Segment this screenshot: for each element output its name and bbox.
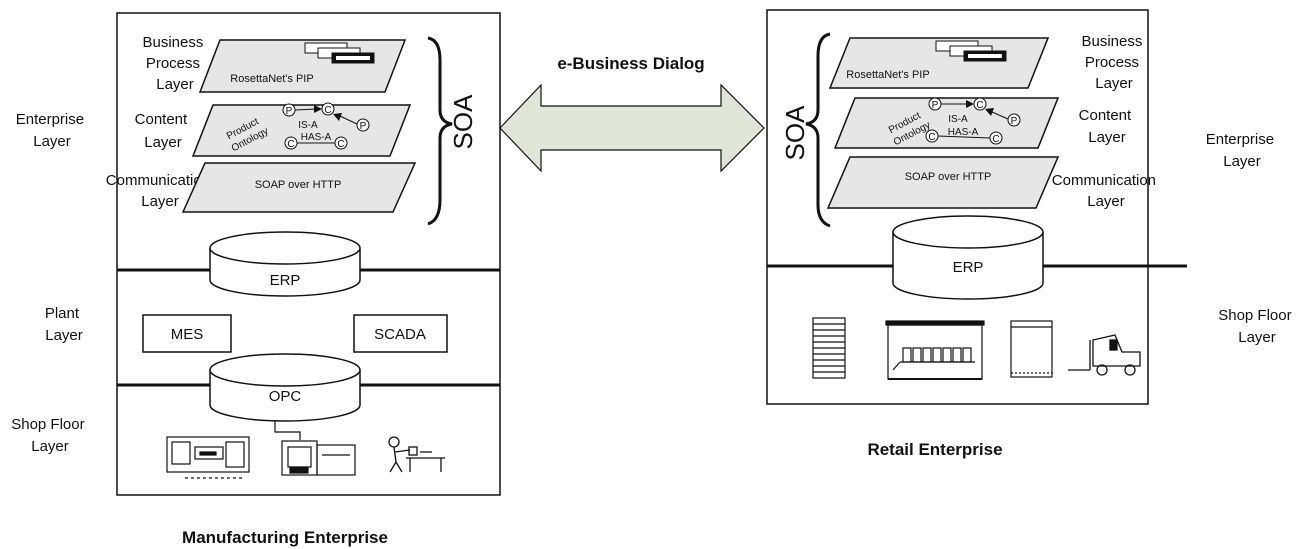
right-communication-layer-label: Communication Layer — [1052, 172, 1160, 210]
left-communication-layer-label: Communication Layer — [106, 172, 214, 210]
right-soap-label: SOAP over HTTP — [905, 171, 992, 183]
right-stacked-documents-icon — [935, 40, 1007, 62]
right-node-p1: P — [932, 100, 939, 111]
right-node-c2: C — [928, 132, 935, 143]
left-stacked-documents-icon — [304, 42, 375, 64]
right-enterprise-layer-label: Enterprise Layer — [1206, 131, 1279, 170]
left-shop-floor-layer-label: Shop Floor Layer — [11, 416, 89, 455]
worker-at-bench-icon — [388, 436, 445, 473]
left-node-c1: C — [324, 105, 331, 116]
right-soa-label: SOA — [780, 105, 810, 161]
scada-label: SCADA — [374, 326, 426, 343]
e-business-dialog-arrow — [499, 83, 765, 173]
left-content-layer-label: Content Layer — [135, 111, 192, 151]
right-erp-cylinder — [892, 215, 1044, 300]
left-soa-label: SOA — [448, 94, 478, 150]
left-node-p1: P — [286, 106, 293, 117]
left-node-c2: C — [287, 139, 294, 150]
left-opc-label: OPC — [269, 388, 302, 405]
right-is-a-label: IS-A — [948, 114, 968, 125]
milling-machine-icon — [281, 440, 356, 476]
left-erp-label: ERP — [270, 272, 301, 289]
left-business-process-layer-label: Business Process Layer — [142, 34, 207, 93]
right-ontology-graph — [925, 97, 1021, 145]
right-node-c3: C — [992, 134, 999, 145]
right-content-layer-label: Content Layer — [1079, 107, 1136, 146]
right-business-process-layer-label: Business Process Layer — [1081, 33, 1146, 92]
left-communication-plane — [181, 162, 417, 213]
right-content-plane — [833, 97, 1060, 149]
right-shop-floor-layer-label: Shop Floor Layer — [1218, 307, 1296, 346]
right-node-p2: P — [1011, 116, 1018, 127]
left-enterprise-layer-label: Enterprise Layer — [16, 111, 89, 150]
shelving-rack-icon — [812, 317, 846, 379]
mes-label: MES — [171, 326, 204, 343]
left-plant-layer-label: Plant Layer — [45, 305, 83, 344]
retail-enterprise-caption: Retail Enterprise — [867, 440, 1002, 459]
left-erp-cylinder — [209, 231, 361, 297]
left-is-a-label: IS-A — [298, 120, 318, 131]
left-opc-cylinder — [209, 353, 361, 422]
forklift-icon — [1068, 334, 1141, 376]
scada-box — [353, 314, 448, 353]
right-has-a-label: HAS-A — [948, 127, 979, 138]
warehouse-icon — [885, 320, 985, 380]
right-communication-plane — [826, 156, 1060, 209]
right-soa-brace — [805, 32, 831, 228]
mes-box — [142, 314, 232, 353]
opc-connector — [274, 421, 301, 440]
left-has-a-label: HAS-A — [301, 132, 332, 143]
e-business-dialog-label: e-Business Dialog — [557, 54, 704, 73]
left-node-p2: P — [360, 121, 367, 132]
left-soap-label: SOAP over HTTP — [255, 179, 342, 191]
storage-cabinet-icon — [1010, 320, 1053, 378]
right-node-c1: C — [976, 100, 983, 111]
left-content-plane — [191, 104, 412, 157]
right-erp-label: ERP — [953, 259, 984, 276]
left-ontology-graph — [282, 102, 370, 150]
left-rosettanet-pip-label: RosettaNet's PIP — [230, 73, 313, 85]
manufacturing-enterprise-caption: Manufacturing Enterprise — [182, 528, 388, 547]
left-soa-brace — [427, 36, 453, 226]
left-node-c3: C — [337, 139, 344, 150]
right-rosettanet-pip-label: RosettaNet's PIP — [846, 69, 929, 81]
cnc-machine-icon — [166, 436, 250, 479]
